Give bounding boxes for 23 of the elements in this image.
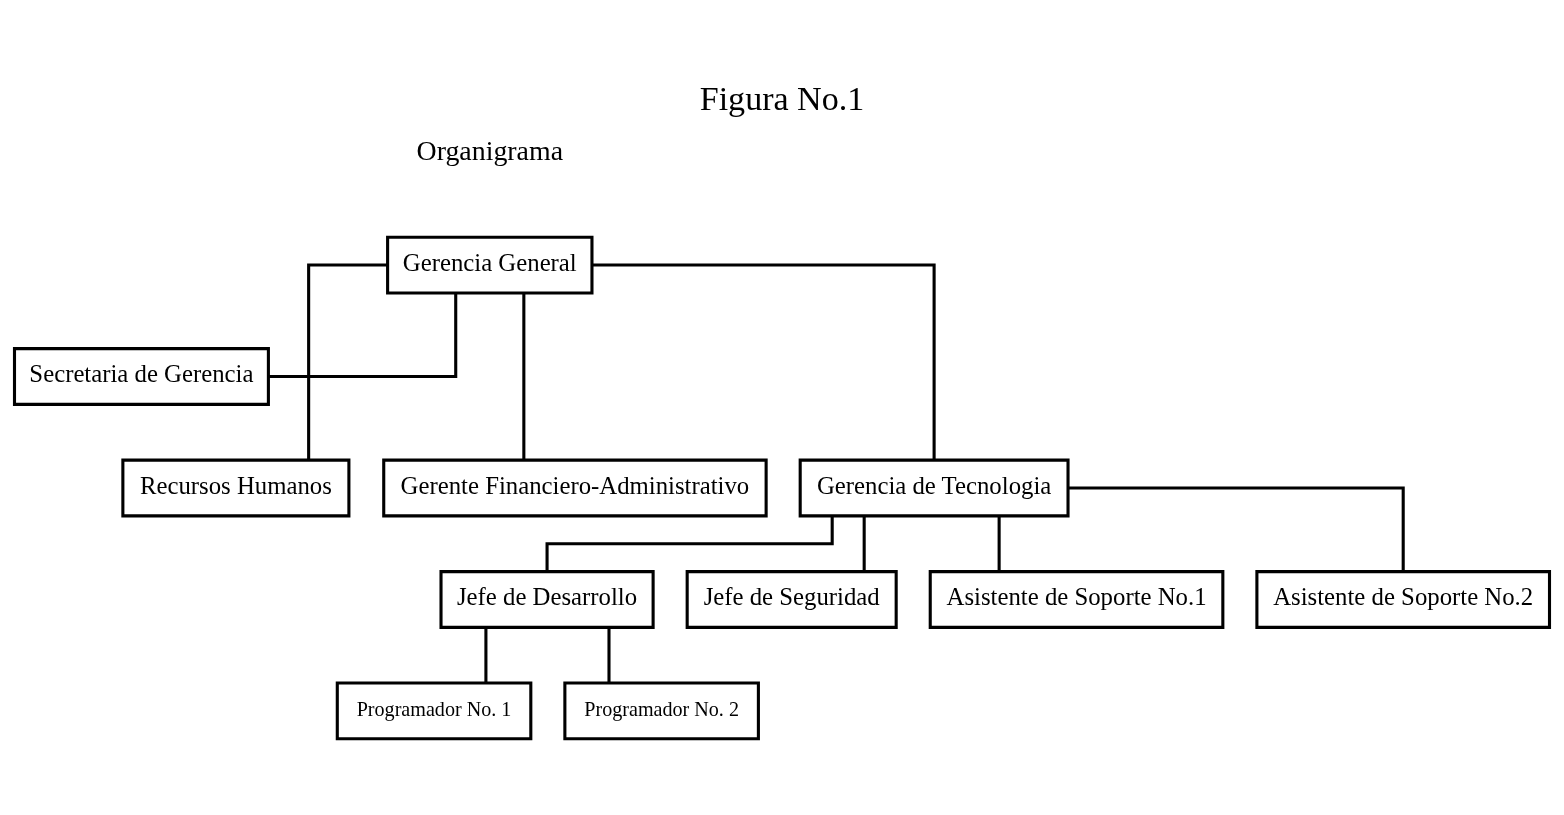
node-box: Jefe de Seguridad [685, 570, 898, 629]
connector [607, 627, 611, 683]
node-box: Recursos Humanos [121, 458, 351, 518]
node-box: Asistente de Soporte No.2 [1255, 570, 1552, 629]
node-box: Gerencia General [386, 235, 594, 295]
connector [997, 516, 1001, 571]
node-box: Asistente de Soporte No.1 [928, 570, 1225, 629]
connector [1068, 486, 1405, 572]
diagram-title: Figura No.1 [699, 79, 865, 117]
connector [522, 293, 526, 460]
node-box: Programador No. 1 [335, 681, 533, 741]
node-box: Programador No. 2 [563, 681, 760, 741]
node-box: Gerencia de Tecnologia [798, 458, 1070, 518]
node-box: Jefe de Desarrollo [439, 570, 655, 629]
connector [545, 516, 834, 571]
label: Organigrama [416, 135, 564, 167]
connector [307, 263, 388, 460]
connector [268, 293, 458, 379]
node-box: Gerente Financiero-Administrativo [382, 458, 768, 518]
connector [592, 263, 936, 460]
connector [484, 627, 488, 683]
connector [862, 516, 866, 571]
node-box: Secretaria de Gerencia [12, 347, 270, 406]
